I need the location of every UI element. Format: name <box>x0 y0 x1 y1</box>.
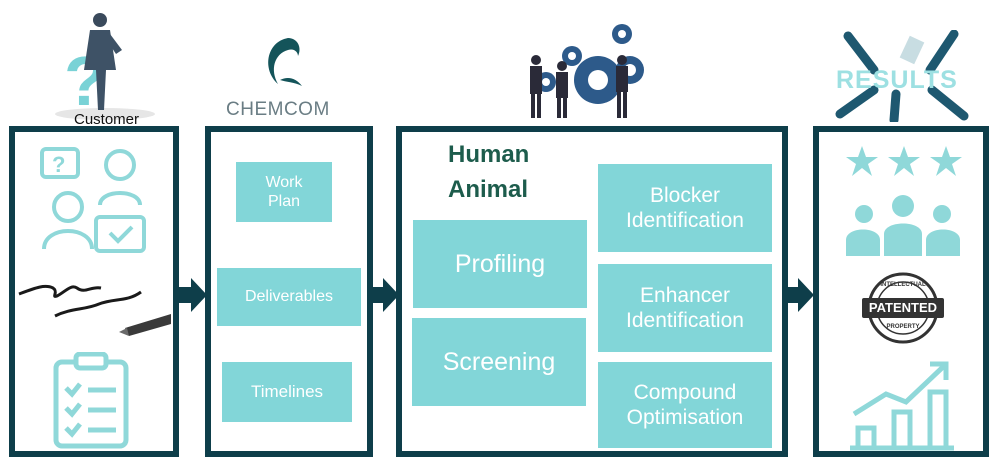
your-needs-image <box>15 258 173 350</box>
flow-arrow-2 <box>371 278 399 312</box>
heading-human: Human <box>448 141 530 168</box>
work-plan-tile: Work Plan <box>236 162 332 222</box>
patented-badge-ring-top: INTELLECTUAL <box>880 282 926 288</box>
chemcom-label: CHEMCOM <box>226 99 330 120</box>
chemcom-logo-icon <box>258 36 310 88</box>
patented-badge-ring-bottom: PROPERTY <box>886 324 920 330</box>
results-hands-icon: RESULTS <box>834 29 970 125</box>
flow-arrow-3 <box>786 278 814 312</box>
enhancer-identification-tile: Enhancer Identification <box>598 264 772 352</box>
growth-chart-icon <box>850 358 954 452</box>
patented-badge-label: PATENTED <box>868 300 938 315</box>
heading-animal: Animal <box>448 176 529 203</box>
group-people-icon <box>846 194 960 256</box>
checklist-icon <box>50 351 132 450</box>
timelines-tile: Timelines <box>222 362 352 422</box>
profiling-tile: Profiling <box>413 220 587 308</box>
svg-text:?: ? <box>52 152 65 177</box>
customer-label: Customer <box>74 111 140 128</box>
results-label: RESULTS <box>836 66 958 94</box>
deliverables-tile: Deliverables <box>217 268 361 326</box>
blocker-identification-tile: Blocker Identification <box>598 164 772 252</box>
screening-tile: Screening <box>412 318 586 406</box>
customer-header-icon: ? <box>50 10 160 122</box>
consultation-icon: ? <box>38 145 150 255</box>
three-stars-icon <box>846 144 962 180</box>
compound-optimisation-tile: Compound Optimisation <box>598 362 772 448</box>
flow-arrow-1 <box>179 278 207 312</box>
team-gears-icon <box>518 22 656 122</box>
patented-badge-icon: PATENTED INTELLECTUAL PROPERTY <box>860 270 946 346</box>
